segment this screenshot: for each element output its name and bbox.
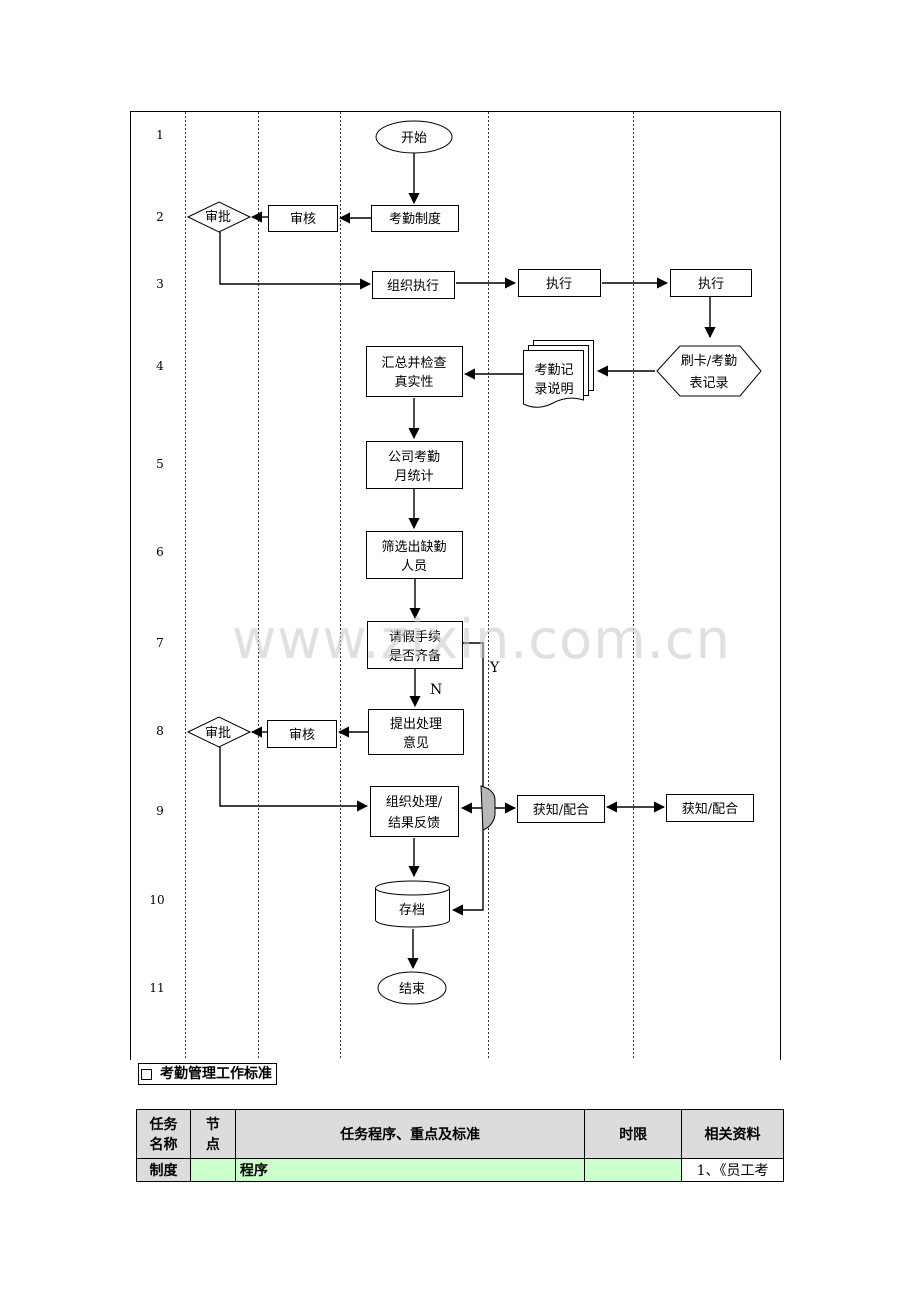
row-number: 2 bbox=[156, 210, 164, 224]
svg-text:获知/配合: 获知/配合 bbox=[682, 801, 738, 817]
attendance-note-document: 考勤记 录说明 bbox=[523, 340, 594, 408]
approve-diamond-1: 审批 bbox=[186, 201, 252, 233]
cell-related-docs: 1、《员工考 bbox=[681, 1158, 784, 1182]
header-procedure: 任务程序、重点及标准 bbox=[234, 1109, 586, 1159]
row-number: 11 bbox=[149, 981, 164, 995]
flowchart: 1 2 3 4 5 6 7 8 9 10 11 开始 考勤制度 审核 审批 bbox=[130, 111, 781, 1060]
row-number: 1 bbox=[156, 128, 164, 142]
row-number: 7 bbox=[156, 636, 164, 650]
svg-text:表记录: 表记录 bbox=[689, 376, 728, 391]
cell-node bbox=[189, 1158, 236, 1182]
notify-box-1: 获知/配合 bbox=[517, 795, 605, 823]
svg-text:审批: 审批 bbox=[205, 726, 231, 741]
svg-text:存档: 存档 bbox=[399, 903, 425, 918]
svg-text:审核: 审核 bbox=[290, 212, 316, 227]
row-number: 3 bbox=[156, 277, 164, 291]
svg-text:开始: 开始 bbox=[401, 131, 427, 146]
row-number: 4 bbox=[156, 359, 164, 373]
notify-box-2: 获知/配合 bbox=[666, 794, 754, 822]
svg-text:月统计: 月统计 bbox=[394, 469, 433, 484]
checkbox-square-icon bbox=[141, 1068, 152, 1080]
swipe-record-hexagon: 刷卡/考勤 表记录 bbox=[656, 345, 762, 397]
row-number: 10 bbox=[149, 893, 164, 907]
svg-text:公司考勤: 公司考勤 bbox=[388, 450, 440, 465]
svg-text:执行: 执行 bbox=[546, 277, 572, 292]
svg-text:组织执行: 组织执行 bbox=[387, 279, 439, 294]
execute-box-2: 执行 bbox=[670, 269, 752, 297]
watermark: www.zixin.com.cn bbox=[232, 608, 731, 671]
header-node: 节 点 bbox=[189, 1109, 236, 1159]
svg-text:是否齐备: 是否齐备 bbox=[389, 648, 441, 664]
header-related-docs: 相关资料 bbox=[681, 1109, 784, 1159]
svg-text:结束: 结束 bbox=[399, 982, 425, 997]
summarize-check-box: 汇总并检查 真实性 bbox=[366, 346, 463, 397]
organize-execute-box: 组织执行 bbox=[372, 271, 455, 299]
archive-cylinder: 存档 bbox=[375, 880, 450, 928]
row-number: 6 bbox=[156, 545, 164, 559]
review-box-2: 审核 bbox=[267, 720, 337, 748]
row-number: 8 bbox=[156, 724, 164, 738]
connectors bbox=[219, 153, 716, 970]
row-numbers: 1 2 3 4 5 6 7 8 9 10 11 bbox=[149, 128, 164, 995]
svg-text:意见: 意见 bbox=[403, 735, 429, 751]
cell-time-limit bbox=[584, 1158, 683, 1182]
table-row: 制度 程序 1、《员工考 bbox=[136, 1158, 784, 1182]
row-number: 5 bbox=[156, 457, 164, 471]
monthly-stats-box: 公司考勤 月统计 bbox=[366, 441, 463, 489]
header-task-name: 任务 名称 bbox=[136, 1109, 191, 1159]
svg-text:执行: 执行 bbox=[698, 277, 724, 292]
end-node: 结束 bbox=[377, 971, 447, 1005]
svg-text:考勤制度: 考勤制度 bbox=[389, 211, 441, 227]
svg-text:组织处理/: 组织处理/ bbox=[386, 795, 443, 810]
header-time-limit: 时限 bbox=[584, 1109, 683, 1159]
review-box-1: 审核 bbox=[268, 205, 338, 232]
svg-text:结果反馈: 结果反馈 bbox=[388, 816, 440, 831]
standards-table: 任务 名称 节 点 任务程序、重点及标准 时限 相关资料 制度 程序 1、《员工… bbox=[136, 1109, 784, 1182]
row-number: 9 bbox=[156, 804, 164, 818]
flowchart-frame bbox=[130, 111, 781, 1060]
start-node: 开始 bbox=[375, 120, 453, 154]
line-crossing-jumper bbox=[480, 785, 496, 831]
svg-text:刷卡/考勤: 刷卡/考勤 bbox=[681, 354, 737, 369]
svg-text:获知/配合: 获知/配合 bbox=[533, 802, 589, 818]
attendance-policy-box: 考勤制度 bbox=[371, 205, 459, 232]
svg-text:筛选出缺勤: 筛选出缺勤 bbox=[381, 540, 446, 555]
svg-text:审批: 审批 bbox=[205, 210, 231, 225]
svg-text:考勤记: 考勤记 bbox=[534, 363, 573, 378]
branch-label-n: N bbox=[430, 682, 442, 698]
svg-text:汇总并检查: 汇总并检查 bbox=[381, 356, 446, 371]
svg-text:请假手续: 请假手续 bbox=[389, 630, 441, 645]
approve-diamond-2: 审批 bbox=[186, 716, 252, 748]
svg-text:人员: 人员 bbox=[401, 559, 427, 574]
organize-feedback-box: 组织处理/ 结果反馈 bbox=[370, 786, 459, 837]
section-title-text: 考勤管理工作标准 bbox=[160, 1066, 272, 1082]
section-title: 考勤管理工作标准 bbox=[138, 1063, 277, 1085]
propose-handling-box: 提出处理 意见 bbox=[368, 709, 464, 755]
leave-complete-box: 请假手续 是否齐备 bbox=[367, 621, 463, 669]
svg-text:审核: 审核 bbox=[289, 728, 315, 743]
table-header-row: 任务 名称 节 点 任务程序、重点及标准 时限 相关资料 bbox=[136, 1109, 784, 1159]
execute-box-1: 执行 bbox=[518, 269, 601, 297]
svg-text:真实性: 真实性 bbox=[394, 375, 433, 390]
cell-task-name: 制度 bbox=[136, 1158, 191, 1182]
cell-procedure: 程序 bbox=[234, 1158, 586, 1182]
filter-absent-box: 筛选出缺勤 人员 bbox=[366, 531, 463, 579]
svg-text:录说明: 录说明 bbox=[534, 382, 573, 397]
branch-label-y: Y bbox=[489, 660, 500, 676]
svg-text:提出处理: 提出处理 bbox=[390, 716, 442, 732]
